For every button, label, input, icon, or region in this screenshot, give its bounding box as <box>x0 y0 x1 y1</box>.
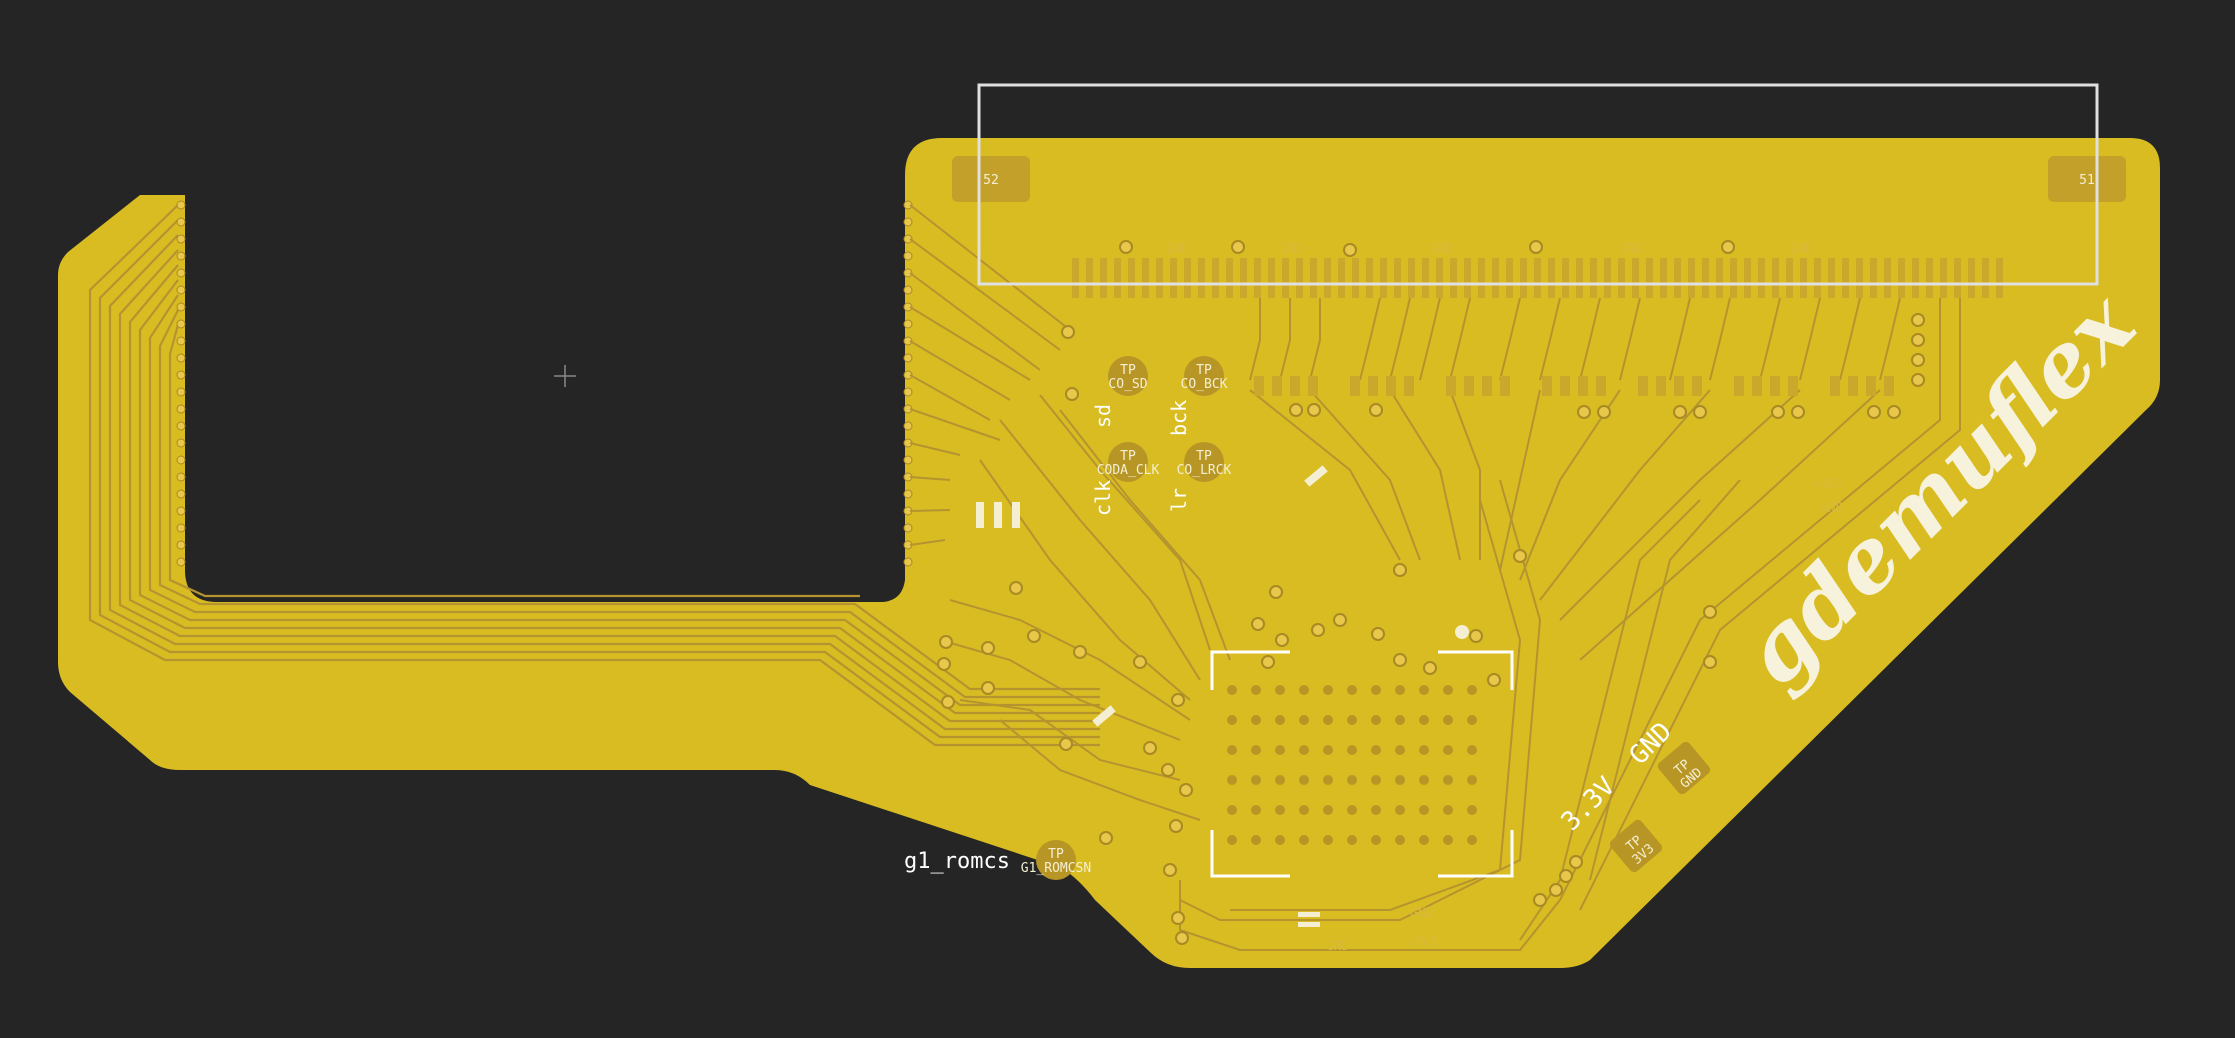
tp-prefix: TP <box>1196 363 1212 378</box>
tp-prefix: TP <box>1120 363 1136 378</box>
edge-connector-pins <box>1072 258 2003 298</box>
tp-g1-romcsn-label: G1_ROMCSN <box>1021 861 1091 876</box>
silk-label-bck: bck <box>1167 400 1191 436</box>
bga-courtyard <box>1210 650 1514 878</box>
tp-prefix: TP <box>1048 847 1064 862</box>
tp-prefix: TP <box>1196 449 1212 464</box>
bga-balls <box>1227 685 1477 845</box>
left-edge-pads <box>176 200 186 567</box>
flex-bus-traces <box>88 204 1100 747</box>
net-label-gnd: GND <box>1820 501 1844 516</box>
vias <box>937 240 1925 945</box>
net-label-gnd: GND <box>1620 242 1644 257</box>
bga-fanout-traces <box>939 394 1741 951</box>
connector-pad-52-label: 52 <box>983 173 999 188</box>
silk-label-g1-romcs: g1_romcs <box>904 849 1010 874</box>
tp-co-sd-label: CO_SD <box>1108 377 1147 392</box>
net-label-gnd: GND <box>1430 242 1454 257</box>
connector-pad-52 <box>952 156 1030 202</box>
silk-label-lr: lr <box>1167 488 1191 512</box>
connector-fanout-traces <box>1249 297 1961 911</box>
tp-co-bck-label: CO_BCK <box>1181 377 1228 392</box>
tp-prefix: TP <box>1120 449 1136 464</box>
inner-edge-pads <box>903 200 913 567</box>
tp-co-lrck-label: CO_LRCK <box>1177 463 1232 478</box>
resistor-array <box>1254 376 1894 396</box>
inner-pad-traces <box>909 204 1071 546</box>
test-point-pads <box>1036 356 1711 880</box>
net-label-v33: +3V3 <box>1812 477 1843 492</box>
net-label-gnd: GND <box>1410 906 1434 921</box>
connector-pad-51-label: 51 <box>2079 173 2095 188</box>
net-label-gnd: GND <box>1280 242 1304 257</box>
connector-pad-51 <box>2048 156 2126 202</box>
net-label-gnd: GND <box>1326 939 1350 954</box>
pin1-marker <box>1455 625 1469 639</box>
smd-components <box>976 465 1328 927</box>
net-label-v33: +3V3 <box>1406 935 1437 950</box>
tp-coda-clk-label: CODA_CLK <box>1097 463 1160 478</box>
connector-outline[interactable] <box>977 83 2099 286</box>
crosshair-icon <box>554 365 576 387</box>
net-label-gnd: GND <box>1166 242 1190 257</box>
silk-label-clk: clk <box>1091 480 1115 516</box>
silk-label-sd: sd <box>1091 404 1115 428</box>
net-label-gnd: GND <box>1790 242 1814 257</box>
